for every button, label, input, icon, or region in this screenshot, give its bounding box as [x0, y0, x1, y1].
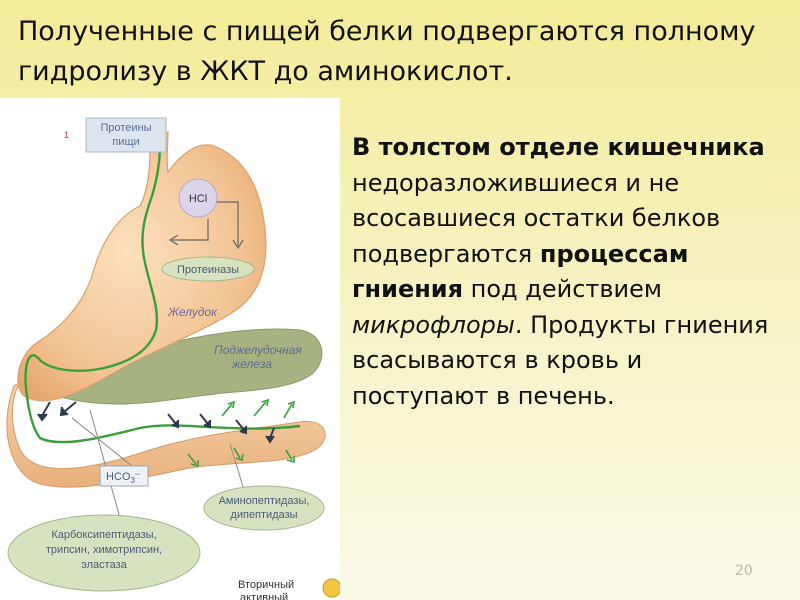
aminopeptidases-ellipse — [203, 485, 325, 531]
diagram-marker: 1 — [64, 130, 69, 140]
body-part3: . Продукты гниения всасываются в кровь и… — [352, 310, 769, 410]
slide-title: Полученные с пищей белки подвергаются по… — [18, 16, 756, 87]
proteinases-label: Протеиназы — [177, 264, 239, 276]
hco3-subscript: 3 — [130, 476, 135, 485]
carboxypeptidases-ellipse — [7, 514, 201, 592]
digestion-diagram: 1 Протеины пищи HCl Протеиназы Желудок П… — [0, 98, 340, 600]
hcl-arrow-down — [217, 201, 239, 246]
absorption-arrows — [187, 398, 296, 468]
enzyme-action-arrows — [37, 401, 275, 444]
slide-number: 20 — [735, 563, 753, 579]
pancreas-label-line2: железа — [231, 357, 272, 371]
digestion-pathway-line — [24, 143, 301, 444]
hco3-pointer — [71, 417, 143, 475]
svg-text:HCO3−: HCO3− — [106, 469, 140, 485]
secondary-label-line1: Вторичный — [238, 579, 294, 591]
proteinases-ellipse — [161, 256, 255, 282]
proteins-label-line1: Протеины — [100, 122, 151, 134]
body-italic-term: микрофлоры — [352, 310, 515, 339]
aminopeptidases-line2: дипептидазы — [230, 509, 297, 521]
body-heading: В толстом отделе кишечника — [352, 133, 765, 161]
hco3-label: HCO — [106, 471, 131, 483]
hcl-arrowhead-left — [168, 234, 179, 246]
proteins-label-box — [85, 117, 167, 153]
aminopeptidases-line1: Аминопептидазы, — [219, 495, 310, 507]
body-bold-term: процессам гниения — [352, 239, 689, 304]
cell-icon — [322, 578, 340, 598]
hcl-arrowhead — [232, 239, 244, 250]
carboxy-pointer — [89, 409, 121, 519]
slide-body-text: В толстом отделе кишечника недоразложивш… — [352, 130, 782, 414]
carboxy-line2: трипсин, химотрипсин, — [46, 544, 162, 556]
hcl-label: HCl — [189, 193, 207, 205]
hcl-arrow-left — [172, 219, 209, 241]
proteins-label-line2: пищи — [112, 136, 139, 148]
intestine-shape — [6, 379, 326, 488]
body-part2: под действием — [463, 275, 663, 303]
carboxy-line1: Карбоксипептидазы, — [51, 529, 156, 541]
hcl-circle — [178, 178, 218, 218]
body-part1: недоразложившиеся и не всосавшиеся остат… — [352, 168, 721, 268]
secondary-label-line2: активный — [240, 592, 288, 600]
pancreas-label-line1: Поджелудочная — [214, 343, 302, 357]
hco3-box — [99, 465, 149, 487]
carboxy-line3: эластаза — [81, 559, 127, 571]
hco3-charge: − — [135, 469, 140, 479]
aminopeptidase-pointer — [229, 443, 245, 491]
stomach-label: Желудок — [167, 305, 218, 319]
